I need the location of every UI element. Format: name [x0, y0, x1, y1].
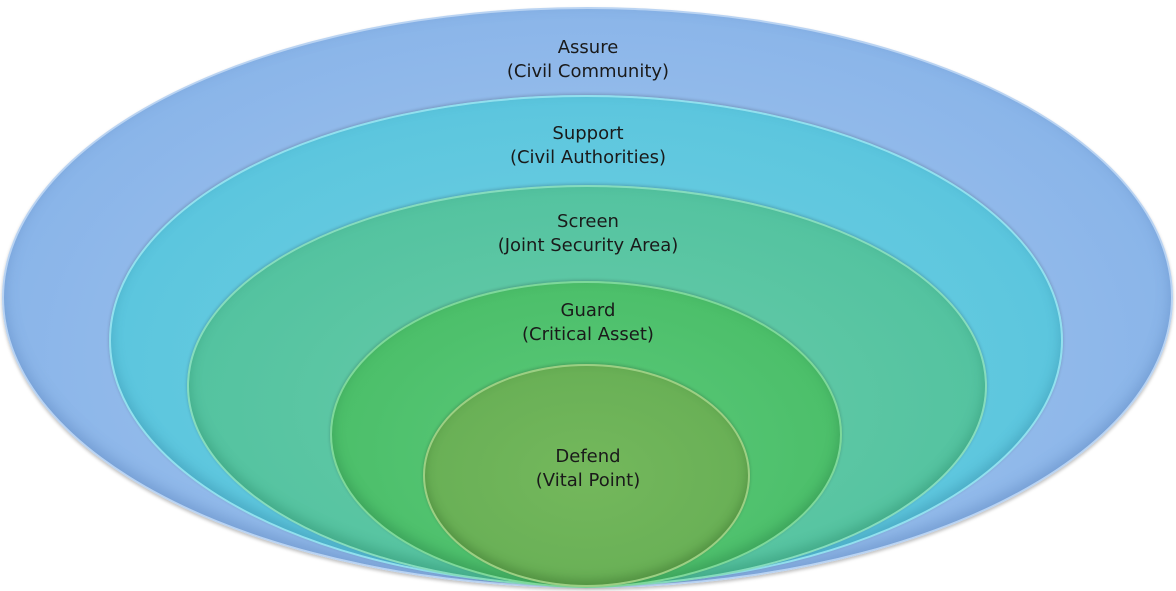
ring-defend	[423, 364, 750, 587]
